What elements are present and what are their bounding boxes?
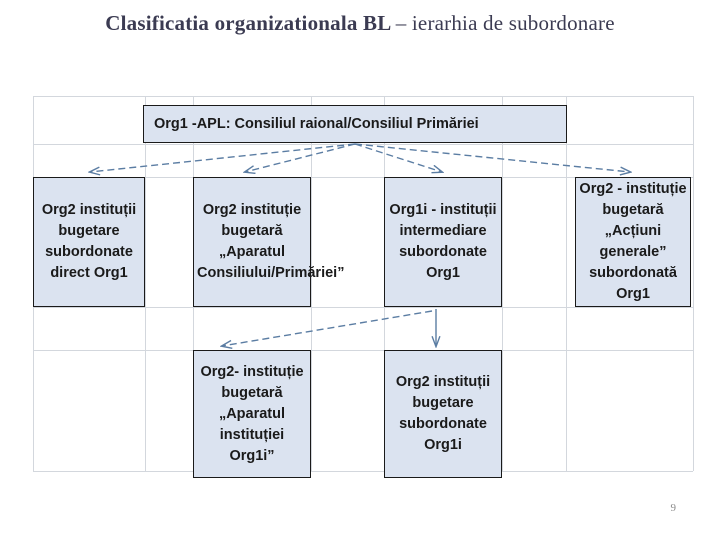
grid-line-h [33,144,693,145]
grid-line-v [693,96,694,471]
grid-line-h [33,471,693,472]
edge-root-to-interm [354,143,442,172]
grid-line-v [145,96,146,471]
node-label: Org2 instituții bugetare subordonate dir… [41,202,137,281]
node-org2-aparatul-consiliului[interactable]: Org2 instituție bugetară „Aparatul Consi… [193,177,345,307]
grid-line-h [33,350,693,351]
connector-arrows [0,143,720,486]
grid-line-h [33,177,693,178]
node-org2-actiuni-generale[interactable]: Org2 - instituție bugetară „Acțiuni gene… [575,177,691,307]
edge-root-to-actiuni [354,143,630,172]
page-title-strong: Clasificatia organizationala BL [105,11,396,35]
edge-root-to-direct [90,143,356,172]
node-label: Org2 instituție bugetară „Aparatul Consi… [197,202,345,281]
node-org1-apl[interactable]: Org1 -APL: Consiliul raional/Consiliul P… [143,105,567,143]
edge-root-to-aparat [245,143,356,172]
node-label: Org2 - instituție bugetară „Acțiuni gene… [579,181,687,302]
grid-line-v [311,96,312,471]
page-title: Clasificatia organizationala BL – ierarh… [60,8,660,38]
grid-line-h [33,307,693,308]
node-label: Org2 instituții bugetare subordonate Org… [395,374,491,453]
node-org1i-intermediare[interactable]: Org1i - instituții intermediare subordon… [384,177,502,307]
node-label: Org2- instituție bugetară „Aparatul inst… [200,363,304,464]
node-label: Org1 -APL: Consiliul raional/Consiliul P… [154,116,479,132]
page-title-rest: – ierarhia de subordonare [395,11,615,35]
page-number: 9 [670,502,677,514]
edge-interm-to-aparat-i [222,310,433,346]
node-org2-subordonate-direct[interactable]: Org2 instituții bugetare subordonate dir… [33,177,145,307]
node-label: Org1i - instituții intermediare subordon… [389,202,497,281]
grid-line-v [566,96,567,471]
org-hierarchy-diagram: Org1 -APL: Consiliul raional/Consiliul P… [0,96,720,486]
node-org2-subordonate-org1i[interactable]: Org2 instituții bugetare subordonate Org… [384,350,502,478]
grid-line-v [502,96,503,471]
grid-line-h [33,96,693,97]
node-org2-aparatul-institutiei-org1i[interactable]: Org2- instituție bugetară „Aparatul inst… [193,350,311,478]
